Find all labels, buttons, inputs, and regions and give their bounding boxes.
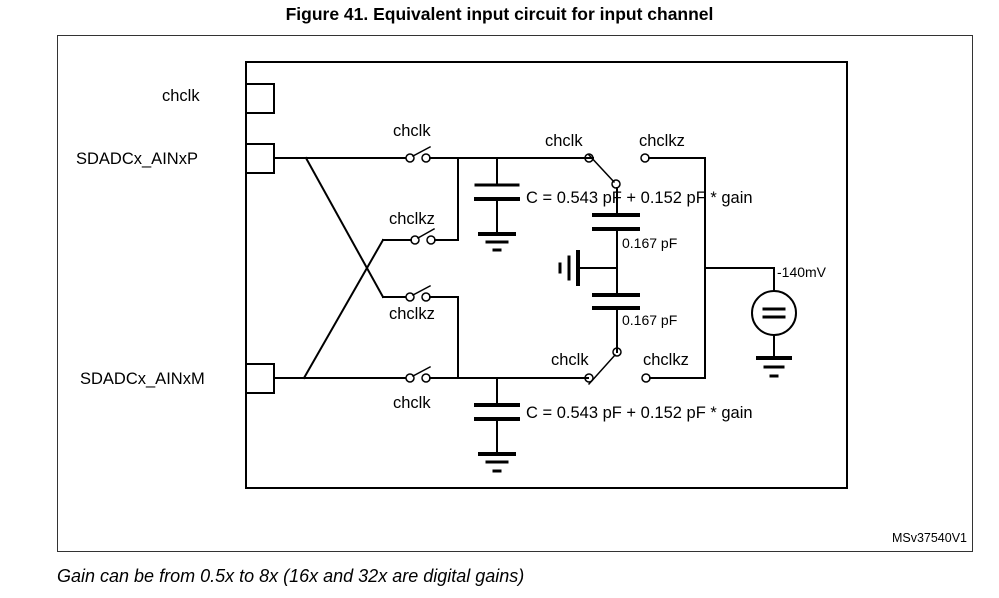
- voltage-label: -140mV: [777, 264, 827, 280]
- capacitor-series-top: [592, 187, 640, 296]
- switch-top-chclkz: [410, 157, 459, 245]
- pin-label-ainm: SDADCx_AINxM: [80, 370, 205, 388]
- pin-ainp: [245, 143, 275, 174]
- selector-label-bottom-chclkz: chclkz: [643, 351, 689, 369]
- ground-icon: [756, 356, 792, 378]
- switch-bottom-chclkz: [405, 284, 459, 379]
- pin-chclk: [245, 83, 275, 114]
- switch-label-bottom-chclk: chclk: [393, 394, 431, 412]
- selector-switch-top: [584, 153, 706, 379]
- ground-icon: [478, 452, 516, 473]
- switch-label-top-chclkz: chclkz: [389, 210, 435, 228]
- switch-label-bottom-chclkz: chclkz: [389, 305, 435, 323]
- pin-ainm: [245, 363, 275, 394]
- capacitor-label-series-top: 0.167 pF: [622, 235, 677, 251]
- figure-reference-id: MSv37540V1: [891, 531, 967, 545]
- switch-label-top-chclk: chclk: [393, 122, 431, 140]
- pin-label-chclk: chclk: [162, 87, 200, 105]
- capacitor-sampling-top: [474, 157, 520, 235]
- selector-switch-bottom: [584, 347, 706, 386]
- selector-label-bottom-chclk: chclk: [551, 351, 589, 369]
- selector-label-top-chclk: chclk: [545, 132, 583, 150]
- capacitor-sampling-bottom: [474, 377, 520, 455]
- switch-bottom-chclk: [405, 365, 589, 383]
- ground-icon: [478, 232, 516, 252]
- capacitor-series-bottom: [592, 293, 640, 353]
- ground-icon-sideways: [558, 250, 618, 286]
- figure-caption: Gain can be from 0.5x to 8x (16x and 32x…: [57, 566, 525, 586]
- voltage-source: [704, 267, 797, 359]
- capacitor-label-bottom: C = 0.543 pF + 0.152 pF * gain: [526, 404, 753, 422]
- chip-boundary: [245, 61, 848, 489]
- wire-ainm: [273, 238, 412, 380]
- figure-title: Figure 41. Equivalent input circuit for …: [285, 4, 714, 24]
- capacitor-label-top: C = 0.543 pF + 0.152 pF * gain: [526, 189, 753, 207]
- pin-label-ainp: SDADCx_AINxP: [76, 150, 198, 168]
- selector-label-top-chclkz: chclkz: [639, 132, 685, 150]
- figure-frame: [57, 35, 973, 552]
- capacitor-label-series-bottom: 0.167 pF: [622, 312, 677, 328]
- wire-ainp: [273, 156, 406, 299]
